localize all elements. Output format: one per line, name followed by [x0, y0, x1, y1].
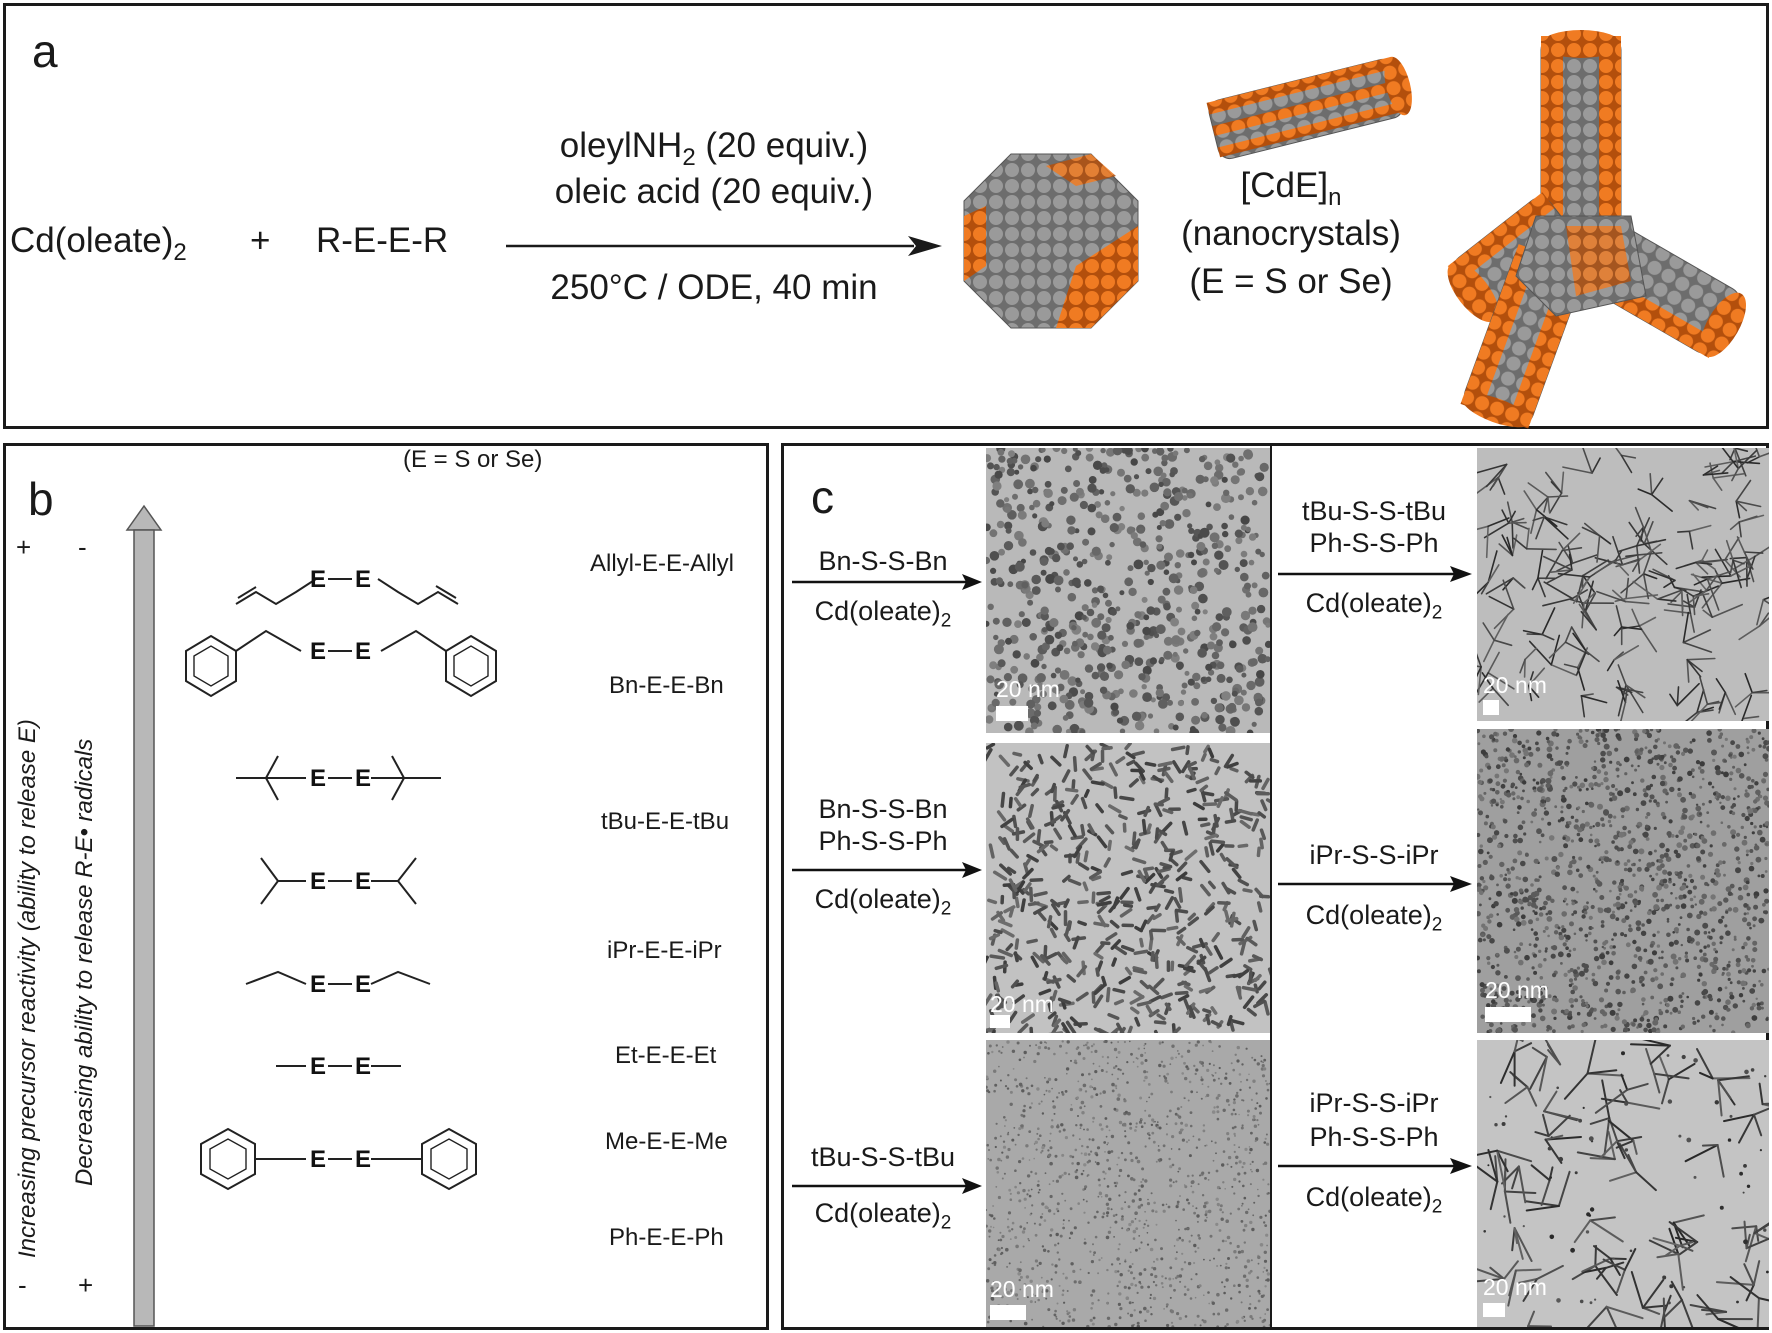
atom-e-10: E — [355, 971, 371, 998]
tem-image-tetrapods: 20 nm — [1477, 1040, 1769, 1327]
cd-oleate-3: Cd(oleate)2 — [814, 884, 952, 920]
reagent-5-1: tBu-S-S-tBu — [810, 1142, 956, 1172]
column-divider — [1270, 446, 1272, 1327]
atom-e-3: E — [310, 638, 326, 665]
tem-texture — [986, 448, 1270, 733]
panel-letter-b: b — [28, 473, 54, 525]
reaction-arrow-2 — [1278, 566, 1472, 582]
tem-image-spheres: 20 nm — [986, 448, 1270, 733]
product-formula: [CdE]n — [1240, 166, 1342, 211]
reactivity-arrow — [125, 504, 163, 1327]
reaction-arrow-3 — [792, 862, 982, 878]
atom-e-1: E — [310, 566, 326, 593]
tem-texture — [1477, 1040, 1769, 1327]
scale-label-2: 20 nm — [1483, 672, 1547, 698]
scale-label-5: 20 nm — [990, 1276, 1054, 1302]
scale-bar-3 — [990, 1015, 1010, 1028]
reaction-arrow-a — [506, 236, 942, 256]
tetrapod-illustration — [1447, 30, 1746, 429]
condition-oleic-acid: oleic acid (20 equiv.) — [554, 172, 874, 211]
sign-top-right: - — [78, 532, 87, 562]
scale-bar-6 — [1483, 1303, 1505, 1317]
reactant-cadmium-oleate: Cd(oleate)2 — [10, 221, 187, 266]
product-nanocrystals-label: (nanocrystals) — [1181, 214, 1401, 253]
disulfide-structures: E E E E E E E E E E E E E E — [185, 566, 497, 1191]
scale-bar-4 — [1485, 1007, 1531, 1022]
nanocrystal-sphere-illustration — [963, 153, 1139, 329]
condition-oleylamine: oleylNH2 (20 equiv.) — [559, 126, 869, 171]
reagent-6-1: iPr-S-S-iPr — [1309, 1088, 1439, 1118]
cd-oleate-1: Cd(oleate)2 — [814, 596, 952, 632]
atom-e-12: E — [355, 1053, 371, 1080]
reagent-3-1: Bn-S-S-Bn — [818, 794, 948, 824]
atom-e-2: E — [355, 566, 371, 593]
compound-label-ph: Ph-E-E-Ph — [609, 1224, 724, 1251]
compound-label-allyl: Allyl-E-E-Allyl — [590, 550, 734, 577]
compound-label-me: Me-E-E-Me — [605, 1128, 728, 1155]
condition-temperature-time: 250°C / ODE, 40 min — [550, 268, 878, 307]
tem-texture — [986, 743, 1270, 1033]
compound-label-et: Et-E-E-Et — [615, 1042, 717, 1069]
tem-texture — [986, 1040, 1270, 1327]
compound-label-ipr: iPr-E-E-iPr — [607, 937, 722, 964]
scale-label-3: 20 nm — [990, 991, 1054, 1017]
cd-oleate-4: Cd(oleate)2 — [1305, 900, 1443, 936]
atom-e-13: E — [310, 1146, 326, 1173]
axis-label-radicals: Decreasing ability to release R-E• radic… — [71, 738, 98, 1186]
reaction-arrow-1 — [792, 574, 982, 590]
panel-letter-c: c — [811, 471, 834, 523]
reaction-arrow-5 — [792, 1178, 982, 1194]
cd-oleate-2: Cd(oleate)2 — [1305, 588, 1443, 624]
tem-image-tiny-dots: 20 nm — [986, 1040, 1270, 1327]
axis-label-reactivity: Increasing precursor reactivity (ability… — [14, 719, 41, 1258]
reagent-2-1: tBu-S-S-tBu — [1301, 496, 1447, 526]
tem-image-small-dots: 20 nm — [1477, 729, 1769, 1033]
atom-e-5: E — [310, 765, 326, 792]
scale-label-6: 20 nm — [1483, 1274, 1547, 1300]
reaction-arrow-4 — [1278, 876, 1472, 892]
reactant-disulfide: R-E-E-R — [316, 221, 449, 260]
plus-sign: + — [250, 221, 271, 260]
reagent-2-2: Ph-S-S-Ph — [1309, 528, 1439, 558]
reagent-6-2: Ph-S-S-Ph — [1309, 1122, 1439, 1152]
atom-e-6: E — [355, 765, 371, 792]
atom-e-14: E — [355, 1146, 371, 1173]
compound-label-tbu: tBu-E-E-tBu — [601, 808, 730, 835]
product-element-note: (E = S or Se) — [1189, 262, 1393, 301]
tem-texture — [1477, 448, 1769, 721]
scale-bar-1 — [996, 706, 1028, 721]
atom-e-7: E — [310, 868, 326, 895]
panel-b: b (E = S or Se) + - - + Increasing precu… — [3, 443, 769, 1330]
reaction-arrow-6 — [1278, 1158, 1472, 1174]
panel-c: c 20 nm 20 nm 20 nm 20 nm 20 nm 20 nm Bn… — [781, 443, 1769, 1330]
sign-top-left: + — [16, 532, 32, 562]
panel-letter-a: a — [32, 25, 58, 77]
sign-bottom-left: - — [18, 1270, 27, 1300]
nanorod-illustration — [1206, 56, 1412, 160]
element-note: (E = S or Se) — [403, 446, 543, 473]
atom-e-9: E — [310, 971, 326, 998]
scale-bar-2 — [1483, 700, 1499, 715]
scale-label-1: 20 nm — [996, 676, 1060, 702]
cd-oleate-5: Cd(oleate)2 — [814, 1198, 952, 1234]
reagent-3-2: Ph-S-S-Ph — [818, 826, 948, 856]
atom-e-8: E — [355, 868, 371, 895]
sign-bottom-right: + — [78, 1270, 94, 1300]
reagent-4-1: iPr-S-S-iPr — [1309, 840, 1439, 870]
tem-texture — [1477, 729, 1769, 1033]
panel-a: a Cd(oleate)2 + R-E-E-R oleylNH2 (20 equ… — [3, 3, 1769, 429]
compound-label-bn: Bn-E-E-Bn — [609, 672, 724, 699]
cd-oleate-6: Cd(oleate)2 — [1305, 1182, 1443, 1218]
scale-label-4: 20 nm — [1485, 977, 1549, 1003]
atom-e-4: E — [355, 638, 371, 665]
atom-e-11: E — [310, 1053, 326, 1080]
scale-bar-5 — [990, 1305, 1026, 1320]
tem-image-branched: 20 nm — [1477, 448, 1769, 721]
reagent-1-1: Bn-S-S-Bn — [818, 546, 948, 576]
tem-image-rods: 20 nm — [986, 743, 1270, 1033]
